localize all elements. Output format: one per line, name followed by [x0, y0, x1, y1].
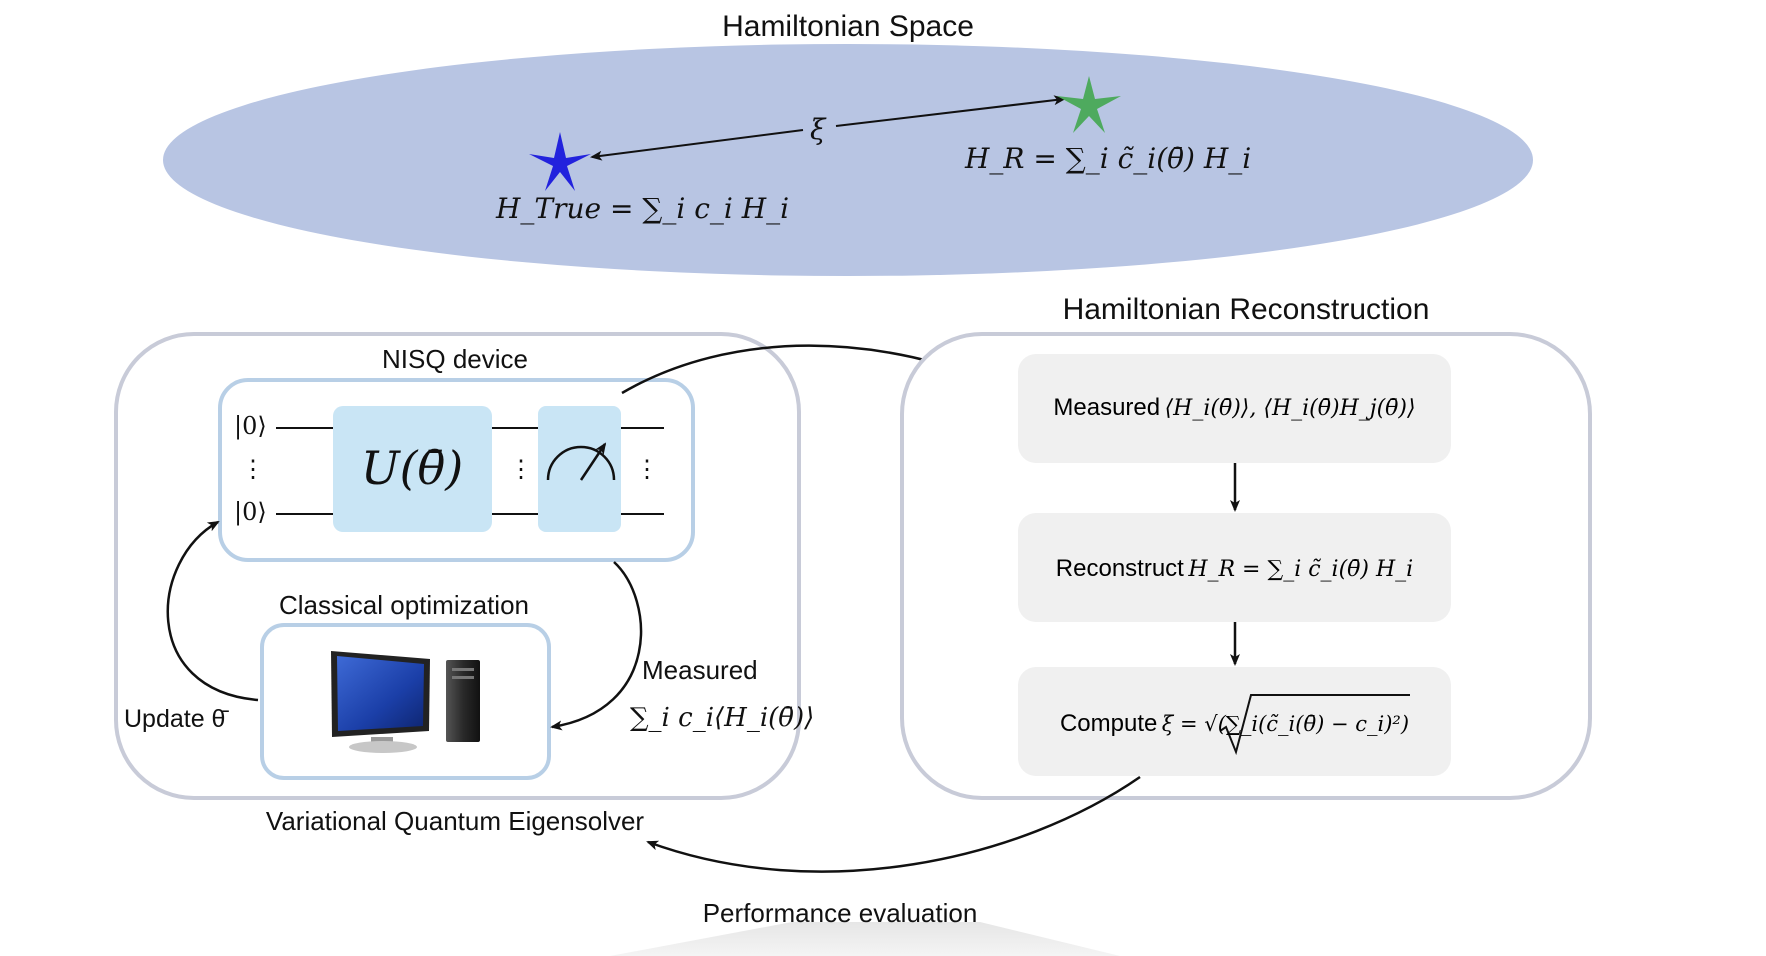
- xi-arrow-right: [835, 95, 1066, 127]
- vqe-caption: Variational Quantum Eigensolver: [265, 806, 645, 836]
- vdots-right: ⋮: [635, 455, 659, 483]
- measured-sum-formula: ∑_i c_i⟨H_i(θ̄)⟩: [630, 703, 815, 733]
- step-reconstruct-box: [1018, 513, 1451, 622]
- update-arrow: [166, 520, 259, 702]
- h-true-formula: H_True = ∑_i c_i H_i: [496, 192, 790, 225]
- update-theta-label: Update θ̄: [124, 705, 226, 733]
- meter-icon: [546, 442, 616, 481]
- measure-arrow: [550, 561, 643, 731]
- unitary-label: U(θ̄): [360, 441, 464, 495]
- xi-label: ξ: [810, 113, 826, 146]
- step-measured-box: [1018, 354, 1451, 463]
- step-measured-content: Measured ⟨H_i(θ̄)⟩, ⟨H_i(θ̄)H_j(θ̄)⟩: [1018, 394, 1451, 422]
- performance-feedback-arrow: [646, 775, 1141, 873]
- reconstruction-title: Hamiltonian Reconstruction: [1062, 293, 1430, 326]
- sqrt-symbol: [1219, 694, 1410, 756]
- step-compute-math: ξ = √(∑_i(c̃_i(θ̄) − c_i)²): [1161, 712, 1410, 736]
- step-compute-text: Compute: [1059, 710, 1158, 737]
- vdots-middle: ⋮: [509, 455, 533, 483]
- step-measured-text: Measured: [1053, 394, 1161, 421]
- performance-pyramid: [610, 922, 1120, 956]
- unitary-gate: [333, 406, 492, 532]
- ket-top: |0⟩: [234, 412, 267, 440]
- vdots-left: ⋮: [241, 455, 265, 483]
- h-r-formula: H_R = ∑_i c̃_i(θ̄) H_i: [965, 142, 1252, 175]
- step-reconstruct-text: Reconstruct: [1055, 555, 1184, 582]
- performance-evaluation-title: Performance evaluation: [702, 898, 978, 928]
- ket-bottom: |0⟩: [234, 498, 267, 526]
- h-r-star-icon: [1057, 76, 1121, 133]
- hamiltonian-space-ellipse: [163, 44, 1533, 276]
- measured-label: Measured: [642, 655, 758, 685]
- classical-optimization-title: Classical optimization: [279, 590, 529, 620]
- step-measured-math: ⟨H_i(θ̄)⟩, ⟨H_i(θ̄)H_j(θ̄)⟩: [1164, 396, 1416, 421]
- computer-icon: [331, 651, 480, 753]
- step-compute-content: Compute ξ = √(∑_i(c̃_i(θ̄) − c_i)²): [1018, 710, 1451, 738]
- hamiltonian-space-title: Hamiltonian Space: [722, 10, 974, 43]
- step-reconstruct-math: H_R = ∑_i c̃_i(θ̄) H_i: [1188, 557, 1414, 582]
- h-true-star-icon: [529, 132, 591, 191]
- xi-arrow-left: [590, 129, 804, 161]
- nisq-device-title: NISQ device: [382, 344, 528, 374]
- measurement-gate: [538, 406, 621, 532]
- step-reconstruct-content: Reconstruct H_R = ∑_i c̃_i(θ̄) H_i: [1018, 555, 1451, 583]
